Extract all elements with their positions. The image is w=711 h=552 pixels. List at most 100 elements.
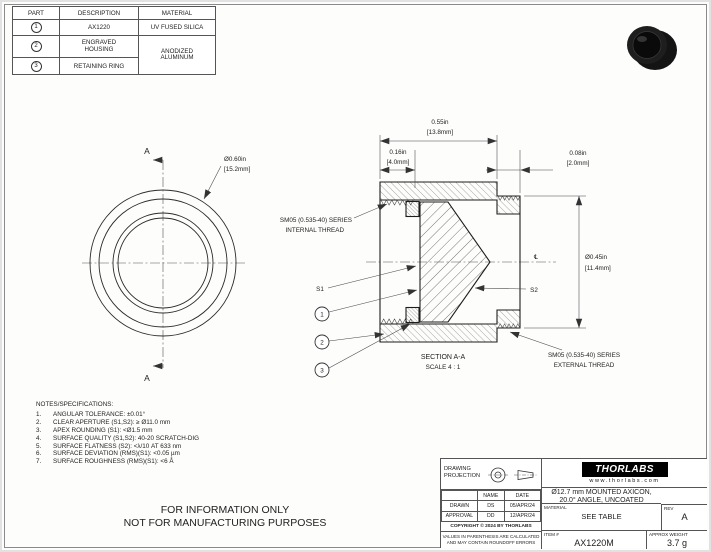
- dim-thread-depth: 0.16in [4.0mm]: [380, 149, 416, 188]
- drawn-date: 05/APR/24: [503, 500, 542, 512]
- parts-table: PART DESCRIPTION MATERIAL 1 AX1220 UV FU…: [12, 6, 216, 75]
- dim-bore-mm: [11.4mm]: [585, 265, 611, 272]
- section-label-top: A: [144, 146, 150, 156]
- drawn-name: DS: [476, 500, 505, 512]
- information-only-notice: FOR INFORMATION ONLY NOT FOR MANUFACTURI…: [75, 504, 375, 529]
- label-s1: S1: [316, 265, 417, 293]
- title-block: DRAWING PROJECTION NAME DATE DRAWN DS 05…: [440, 458, 707, 549]
- balloon-1: 1: [314, 289, 418, 322]
- logo-cell: THORLABS www.thorlabs.com: [542, 459, 707, 488]
- dim-overall-in: 0.55in: [431, 119, 449, 126]
- note-item: 6.SURFACE DEVIATION (RMS)(S1): <0.05 µm: [36, 450, 180, 458]
- section-label-bottom: A: [144, 373, 150, 383]
- retaining-ring-bottom: [405, 306, 420, 324]
- dim-overall-length: 0.55in [13.8mm]: [379, 119, 498, 179]
- part-number-badge: 1: [30, 22, 42, 33]
- notes-title: NOTES/SPECIFICATIONS:: [36, 401, 114, 408]
- parts-table-header-row: PART DESCRIPTION MATERIAL: [12, 6, 216, 20]
- internal-thread-text-1: SM05 (0.535-40) SERIES: [280, 217, 352, 224]
- external-thread-text-2: EXTERNAL THREAD: [554, 362, 615, 369]
- dim-step-mm: [2.0mm]: [567, 160, 590, 167]
- header-part: PART: [12, 6, 60, 20]
- weight-cell: APPROX WEIGHT 3.7 g: [646, 531, 707, 549]
- material-label: MATERIAL: [544, 505, 567, 510]
- note-item: 7.SURFACE ROUGHNESS (RMS)(S1): <6 Å: [36, 458, 174, 466]
- header-material: MATERIAL: [138, 6, 216, 20]
- title-line-1: Ø12.7 mm MOUNTED AXICON,: [551, 489, 652, 496]
- section-title: SECTION A-A: [421, 354, 466, 361]
- revision-cell: REV A: [661, 504, 707, 531]
- parenthesis-disclaimer: VALUES IN PARENTHESIS ARE CALCULATED AND…: [441, 532, 542, 549]
- balloon-3: 3: [314, 323, 411, 378]
- table-row: 1 AX1220 UV FUSED SILICA: [12, 19, 216, 36]
- name-header: NAME: [476, 489, 505, 502]
- dim-overall-mm: [13.8mm]: [427, 129, 453, 136]
- retaining-ring-top: [405, 200, 420, 218]
- note-item: 1.ANGULAR TOLERANCE: ±0.01°: [36, 410, 146, 418]
- axicon-lens-cross-section: [419, 201, 491, 323]
- part-description: AX1220: [59, 19, 139, 36]
- approvals-cell: NAME DATE DRAWN DS 05/APR/24 APPROVAL DD…: [441, 489, 542, 523]
- dim-step-in: 0.08in: [569, 150, 587, 157]
- internal-thread-text-2: INTERNAL THREAD: [286, 227, 345, 234]
- notes-specifications: NOTES/SPECIFICATIONS: 1.ANGULAR TOLERANC…: [36, 401, 199, 466]
- part-description: ENGRAVED HOUSING: [59, 35, 139, 58]
- dim-bore-in: Ø0.45in: [585, 254, 608, 261]
- clear-aperture-circle: [117, 217, 209, 309]
- note-item: 2.CLEAR APERTURE (S1,S2): ≥ Ø11.0 mm: [36, 418, 171, 426]
- approvals-table: NAME DATE DRAWN DS 05/APR/24 APPROVAL DD…: [441, 489, 542, 523]
- front-diameter-in: Ø0.60in: [224, 156, 247, 163]
- product-photo: [627, 26, 677, 70]
- front-view: A A Ø0.60in [15.2mm]: [82, 146, 250, 383]
- dim-depth-mm: [4.0mm]: [387, 159, 410, 166]
- table-row: 3 RETAINING RING: [12, 57, 216, 75]
- s2-label: S2: [530, 287, 538, 294]
- balloon-2: 2: [314, 331, 385, 350]
- approval-label: APPROVAL: [441, 510, 478, 523]
- date-header: DATE: [503, 489, 542, 502]
- rev-label: REV: [664, 506, 674, 511]
- copyright-notice: COPYRIGHT © 2024 BY THORLABS: [441, 522, 542, 532]
- part-number-badge: 2: [30, 41, 42, 52]
- website-url: www.thorlabs.com: [589, 478, 660, 484]
- drawn-label: DRAWN: [441, 500, 478, 512]
- internal-thread-top: [380, 199, 414, 206]
- header-description: DESCRIPTION: [59, 6, 139, 20]
- material-value: SEE TABLE: [581, 512, 622, 521]
- title-line-2: 20.0° ANGLE, UNCOATED: [559, 496, 644, 504]
- weight-label: APPROX WEIGHT: [649, 532, 688, 537]
- dim-step-length: 0.08in [2.0mm]: [486, 150, 590, 193]
- front-diameter-mm: [15.2mm]: [224, 166, 250, 173]
- drawing-title: Ø12.7 mm MOUNTED AXICON, 20.0° ANGLE, UN…: [542, 488, 661, 504]
- balloon-1-number: 1: [320, 312, 324, 319]
- table-row: 2 ENGRAVED HOUSING ANODIZED ALUMINUM: [12, 35, 216, 75]
- external-thread-text-1: SM05 (0.535-40) SERIES: [548, 352, 620, 359]
- housing-outer-circle: [89, 189, 237, 337]
- section-scale: SCALE 4 : 1: [426, 364, 461, 371]
- approval-name: DD: [476, 510, 505, 523]
- external-thread-bottom: [497, 323, 521, 329]
- s1-label: S1: [316, 286, 324, 293]
- label-s2: S2: [474, 284, 538, 294]
- centerline-symbol: ℄: [534, 254, 539, 261]
- footer-line-2: NOT FOR MANUFACTURING PURPOSES: [123, 516, 327, 529]
- dim-step-diameter: Ø0.45in [11.4mm]: [524, 195, 611, 329]
- external-thread-top: [497, 195, 521, 201]
- item-number-cell: ITEM # AX1220M: [542, 531, 646, 549]
- dim-depth-in: 0.16in: [389, 149, 407, 156]
- label-external-thread: SM05 (0.535-40) SERIES EXTERNAL THREAD: [509, 331, 620, 369]
- item-label: ITEM #: [544, 532, 559, 537]
- balloon-2-number: 2: [320, 340, 324, 347]
- third-angle-projection-icon: [488, 467, 538, 483]
- note-item: 4.SURFACE QUALITY (S1,S2): 40-20 SCRATCH…: [36, 434, 200, 442]
- part-description: RETAINING RING: [59, 57, 139, 75]
- drawing-frame-border: [4, 4, 707, 548]
- thorlabs-logo: THORLABS: [581, 462, 668, 477]
- weight-value: 3.7 g: [666, 538, 688, 548]
- section-view: 0.55in [13.8mm] 0.16in [4.0mm] 0.08in [2…: [280, 119, 620, 378]
- approval-date: 12/APR/24: [503, 510, 542, 523]
- note-item: 3.APEX ROUNDING (S1): <Ø1.5 mm: [36, 426, 153, 434]
- drawing-projection-cell: DRAWING PROJECTION: [441, 459, 542, 490]
- material-cell: MATERIAL SEE TABLE: [542, 504, 661, 531]
